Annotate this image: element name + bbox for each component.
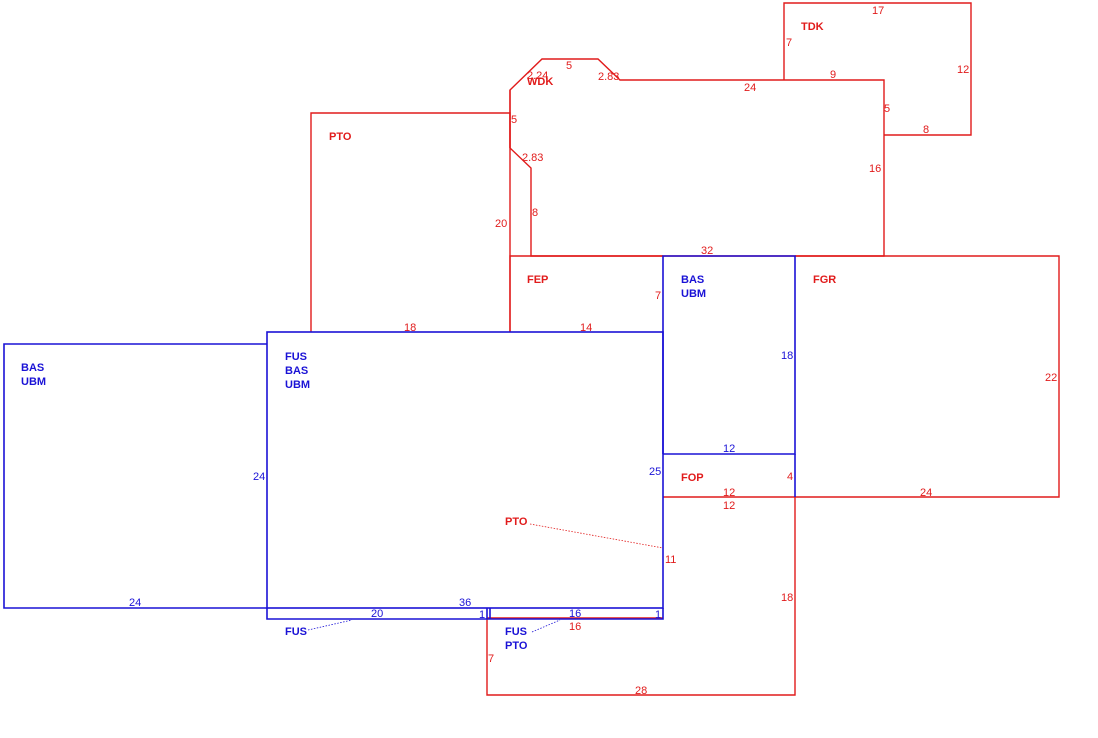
dim-wdk-b: 5 xyxy=(566,60,572,72)
fus-leader-line xyxy=(307,619,353,631)
dim-fgr-bottom: 24 xyxy=(920,487,932,499)
fus-pto-bottom-label-1: FUS xyxy=(505,626,527,638)
dim-strip-b: 1 xyxy=(479,609,485,621)
dim-strip-e: 16 xyxy=(569,621,581,633)
dim-wdk-d: 24 xyxy=(744,82,756,94)
red-outlines xyxy=(310,2,1060,696)
bas-left-outline xyxy=(3,343,267,609)
bas-left-label-1: BAS xyxy=(21,362,44,374)
dim-pto-low-right-b: 18 xyxy=(781,592,793,604)
fus-main-outline xyxy=(266,331,664,609)
dim-fus-main-bottom: 36 xyxy=(459,597,471,609)
dim-strip-a: 20 xyxy=(371,608,383,620)
dimension-labels: 17 7 12 9 5 8 2.24 5 2.83 24 5 2.83 16 8… xyxy=(129,5,1057,697)
dim-tdk-mid: 9 xyxy=(830,69,836,81)
dim-fep-bottom: 14 xyxy=(580,322,592,334)
dim-fep-right: 7 xyxy=(655,290,661,302)
dim-pto-low-left: 7 xyxy=(488,653,494,665)
dim-fus-main-right: 25 xyxy=(649,466,661,478)
dim-pto-top-bottom: 18 xyxy=(404,322,416,334)
dim-pto-low-bottom: 28 xyxy=(635,685,647,697)
dim-strip-c: 16 xyxy=(569,608,581,620)
dim-wdk-g: 8 xyxy=(532,207,538,219)
dim-bas-mid-right: 18 xyxy=(781,350,793,362)
tdk-outline xyxy=(783,2,972,136)
bottom-strip-outline xyxy=(266,608,664,620)
dim-bas-left-bottom: 24 xyxy=(129,597,141,609)
pto-leader-line xyxy=(529,523,664,549)
fep-outline xyxy=(509,255,663,332)
dim-tdk-small: 5 xyxy=(884,103,890,115)
dim-tdk-right: 12 xyxy=(957,64,969,76)
dim-tdk-bottom: 8 xyxy=(923,124,929,136)
dim-tdk-top: 17 xyxy=(872,5,884,17)
bas-left-label-2: UBM xyxy=(21,376,46,388)
fus-bottom-label: FUS xyxy=(285,626,307,638)
dim-pto-low-right-a: 11 xyxy=(665,554,676,566)
bas-mid-label-1: BAS xyxy=(681,274,704,286)
dim-pto-top-right: 20 xyxy=(495,218,507,230)
fgr-outline xyxy=(795,255,1060,498)
fus-main-label-1: FUS xyxy=(285,351,307,363)
dim-bas-left-right: 24 xyxy=(253,471,265,483)
area-labels: TDK WDK PTO FEP BAS UBM FGR BAS UBM FUS … xyxy=(21,21,836,652)
fus-pto-bottom-label-2: PTO xyxy=(505,640,528,652)
blue-outlines xyxy=(3,255,796,633)
pto-lower-outline xyxy=(486,497,796,696)
dim-wdk-a: 2.24 xyxy=(527,70,548,82)
tdk-label: TDK xyxy=(801,21,824,33)
dim-wdk-f: 2.83 xyxy=(522,152,543,164)
dim-wdk-c: 2.83 xyxy=(598,71,619,83)
fep-label: FEP xyxy=(527,274,548,286)
fgr-label: FGR xyxy=(813,274,836,286)
pto-top-outline xyxy=(310,112,511,332)
dim-fop-top: 12 xyxy=(723,487,735,499)
fus-main-label-2: BAS xyxy=(285,365,308,377)
dim-wdk-h: 16 xyxy=(869,163,881,175)
fus-pto-leader-line xyxy=(531,619,561,633)
pto-inner-label: PTO xyxy=(505,516,528,528)
dim-fop-right: 4 xyxy=(787,471,793,483)
wdk-outline xyxy=(509,58,885,257)
dim-bas-mid-bottom: 12 xyxy=(723,443,735,455)
dim-wdk-i: 32 xyxy=(701,245,713,257)
bas-mid-outline xyxy=(662,255,796,455)
dim-fop-bottom: 12 xyxy=(723,500,735,512)
dim-fgr-right: 22 xyxy=(1045,372,1057,384)
dim-wdk-e: 5 xyxy=(511,114,517,126)
fus-main-label-3: UBM xyxy=(285,379,310,391)
pto-top-label: PTO xyxy=(329,131,352,143)
fop-label: FOP xyxy=(681,472,704,484)
dim-strip-d: 1 xyxy=(655,609,661,621)
dim-tdk-left: 7 xyxy=(786,37,792,49)
wdk-label: WDK xyxy=(527,76,553,88)
bas-mid-label-2: UBM xyxy=(681,288,706,300)
